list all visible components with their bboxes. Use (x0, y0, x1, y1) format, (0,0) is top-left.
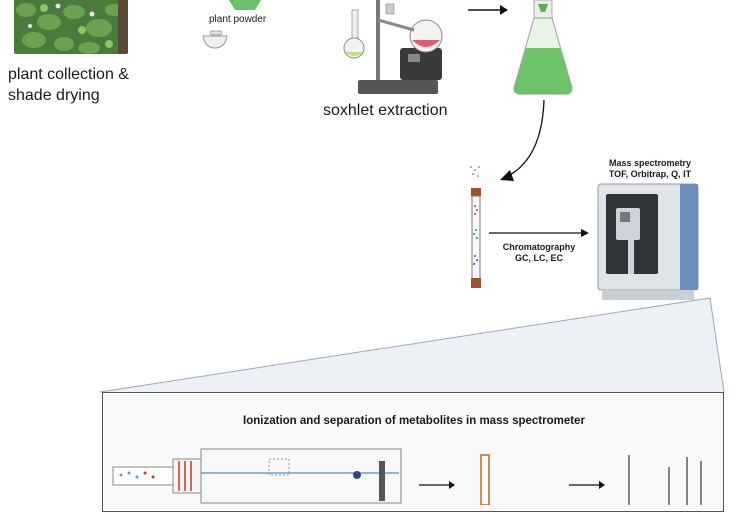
ionization-title: Ionization and separation of metabolites… (243, 415, 585, 427)
soxhlet-extraction-label: soxhlet extraction (323, 102, 448, 119)
mortar-icon (202, 30, 228, 49)
plant-photo (14, 0, 128, 54)
plant-collection-label: plant collection & shade drying (8, 66, 129, 104)
arrow-to-column (500, 99, 545, 181)
powder-mound-icon (229, 0, 261, 10)
soxhlet-apparatus-icon (343, 0, 443, 94)
mass-spectrometer-icon (597, 183, 699, 300)
ms-label: Mass spectrometry TOF, Orbitrap, Q, IT (608, 158, 692, 179)
chromatography-label: Chromatography GC, LC, EC (502, 242, 576, 263)
extract-flask-icon (513, 0, 573, 95)
arrow-to-flask (468, 5, 508, 15)
ionization-schematic (112, 448, 702, 505)
zoom-guide-lines (100, 297, 725, 393)
plant-powder-label: plant powder (209, 14, 267, 25)
chromatography-column-icon (470, 166, 481, 288)
ionization-panel: Ionization and separation of metabolites… (102, 392, 724, 512)
arrow-to-ms (489, 229, 589, 237)
